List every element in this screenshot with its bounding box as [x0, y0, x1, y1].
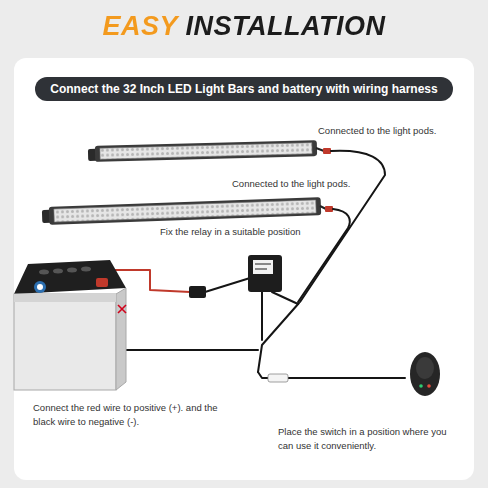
battery — [14, 260, 126, 390]
annotation: Place the switch in a position where you… — [278, 425, 452, 453]
wiring-harness — [122, 151, 405, 378]
wire — [205, 278, 250, 292]
fuse-holder — [189, 286, 206, 298]
light-bar — [88, 140, 317, 162]
connector — [268, 374, 288, 382]
light-bar — [42, 197, 321, 225]
annotation: Connected to the light pods. — [232, 177, 350, 191]
title-text: EASY INSTALLATION — [0, 10, 488, 42]
rocker-switch — [410, 352, 440, 396]
banner-text: Connect the 32 Inch LED Light Bars and b… — [50, 82, 437, 96]
banner: Connect the 32 Inch LED Light Bars and b… — [35, 77, 453, 101]
connector — [325, 206, 333, 212]
connector — [323, 148, 331, 154]
annotation: Connected to the light pods. — [318, 124, 436, 138]
card — [14, 58, 474, 480]
annotation: Fix the relay in a suitable position — [160, 225, 300, 239]
relay — [248, 255, 282, 292]
annotation: Connect the red wire to positive (+). an… — [33, 401, 223, 429]
